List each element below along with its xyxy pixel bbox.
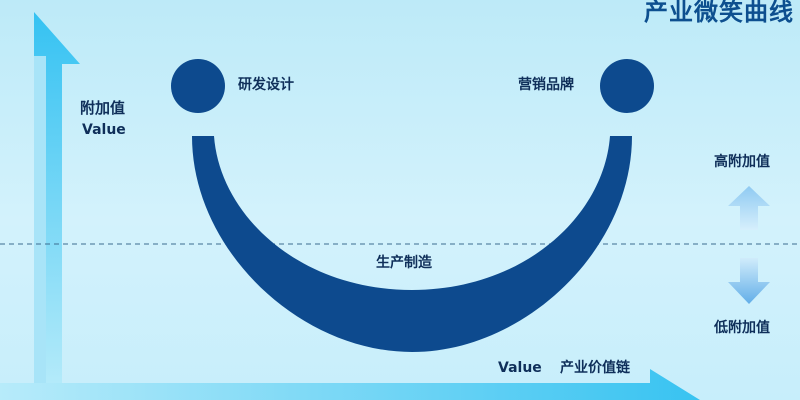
label-rd-design: 研发设计: [238, 77, 294, 93]
x-axis-label-en: Value: [498, 360, 542, 376]
up-arrow-icon: [728, 186, 770, 230]
y-axis-label-cn: 附加值: [80, 99, 126, 117]
diagram-title: 产业微笑曲线: [644, 0, 794, 26]
y-axis-arrow: [34, 12, 80, 400]
label-high-value: 高附加值: [714, 154, 770, 170]
x-axis-label-cn: 产业价值链: [560, 360, 630, 376]
x-axis-arrow: [0, 369, 700, 400]
label-marketing-brand: 营销品牌: [518, 77, 574, 93]
smile-curve: [192, 136, 632, 352]
left-dot: [171, 59, 225, 113]
down-arrow-icon: [728, 258, 770, 304]
label-low-value: 低附加值: [714, 320, 770, 336]
y-axis-shaft-shadow: [34, 56, 46, 400]
right-dot: [600, 59, 654, 113]
label-manufacturing: 生产制造: [376, 255, 432, 271]
y-axis-label-en: Value: [82, 122, 126, 138]
